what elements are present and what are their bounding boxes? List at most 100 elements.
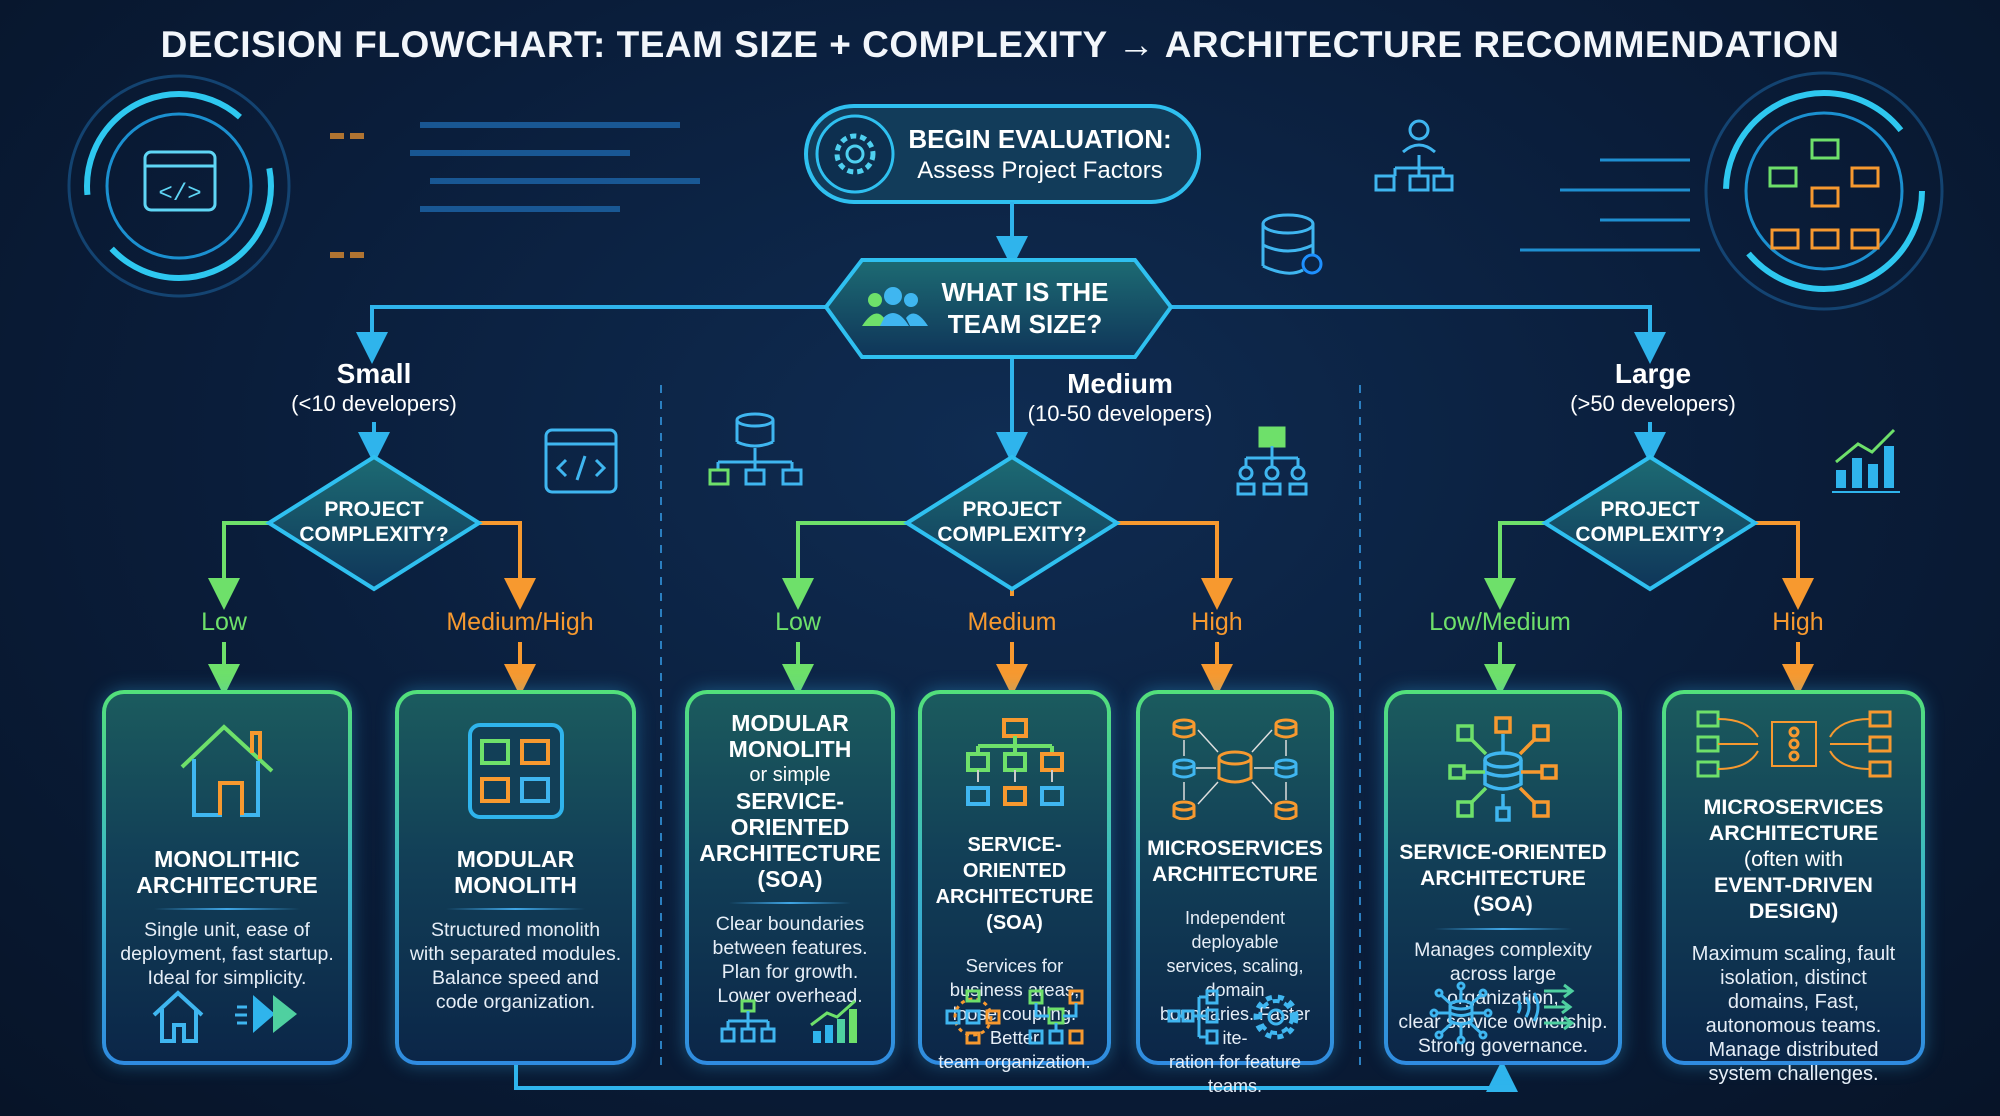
branch-label-medium-high: Medium/High: [446, 608, 594, 636]
complexity-decision-large: [1541, 454, 1759, 592]
hierarchy-icon: [720, 999, 775, 1043]
size-name: Medium: [1067, 368, 1173, 399]
size-range: (<10 developers): [291, 391, 457, 416]
branch-label-high: High: [1772, 608, 1824, 636]
begin-evaluation-node: [804, 104, 1201, 204]
result-desc: Manage distributed: [1708, 1039, 1879, 1061]
result-desc: business areas,: [949, 979, 1080, 1000]
event-stream-icon: [1516, 983, 1574, 1031]
connector-bottom-loop: [514, 1060, 1518, 1092]
result-title: MONOLITH: [728, 736, 852, 762]
result-desc: Clear boundaries: [715, 913, 865, 935]
result-desc: loose coupling. Better: [952, 1003, 1077, 1048]
result-desc: Services for: [965, 955, 1064, 976]
database-hub-icon: [1448, 716, 1558, 826]
result-title: ARCHITECTURE: [136, 872, 318, 898]
gear-icon: [815, 114, 895, 194]
complexity-decision-small: [265, 454, 483, 592]
connector-large: [1171, 305, 1666, 364]
branch-label-medium: Medium: [967, 608, 1057, 636]
begin-title: BEGIN EVALUATION:: [908, 124, 1172, 154]
result-desc: across large organization,: [1447, 963, 1559, 1009]
question-line: TEAM SIZE?: [947, 309, 1103, 339]
result-desc: Strong governance.: [1417, 1035, 1589, 1057]
result-desc: team organization.: [938, 1051, 1091, 1072]
result-desc: domains, Fast,: [1727, 991, 1860, 1013]
begin-subtitle: Assess Project Factors: [917, 157, 1163, 184]
event-bus-icon: [1694, 708, 1894, 780]
result-soa-large: SERVICE-ORIENTED ARCHITECTURE (SOA) Manag…: [1384, 690, 1622, 1065]
complexity-decision-medium: [903, 454, 1121, 592]
result-title: MONOLITHIC: [154, 846, 300, 872]
code-window-icon: [544, 428, 618, 494]
growth-chart-icon: [809, 999, 857, 1043]
connector-high: [1117, 521, 1233, 610]
connector-high: [1755, 521, 1814, 610]
result-title: EVENT-DRIVEN DESIGN): [1714, 873, 1873, 923]
result-title: (SOA): [757, 866, 823, 892]
data-stream-decoration: [330, 122, 700, 258]
size-name: Large: [1614, 358, 1692, 389]
result-desc: Manages complexity: [1414, 939, 1592, 961]
result-desc: Structured monolith: [430, 919, 601, 941]
result-desc: services, scaling, domain: [1166, 956, 1304, 1000]
branch-label-low: Low: [775, 608, 821, 636]
result-title: ORIENTED: [730, 814, 850, 840]
database-hub-icon: [1429, 981, 1492, 1045]
size-label-medium: Medium (10-50 developers): [990, 368, 1250, 428]
question-line: PROJECT: [1600, 498, 1700, 521]
result-desc: between features.: [712, 937, 868, 959]
result-desc: autonomous teams.: [1705, 1015, 1882, 1037]
modules-icon: [466, 716, 566, 826]
divider: [154, 908, 300, 910]
result-title-sub: (often with: [1743, 847, 1844, 871]
size-range: (>50 developers): [1570, 391, 1736, 416]
size-range: (10-50 developers): [1027, 401, 1213, 426]
divider: [445, 908, 586, 910]
database-settings-icon: [1261, 213, 1323, 275]
result-desc: Single unit, ease of: [144, 919, 310, 941]
org-tree-icon: [960, 716, 1070, 816]
branch-nodes-icon: [1167, 989, 1218, 1045]
result-title: ARCHITECTURE (SOA): [1420, 867, 1586, 916]
house-icon: [172, 716, 282, 826]
svg-text:</>: </>: [158, 181, 201, 208]
result-desc: ration for feature teams.: [1168, 1052, 1302, 1096]
code-window-ring-decoration: </>: [67, 74, 291, 298]
result-title: SERVICE-: [735, 788, 845, 814]
branch-label-low-medium: Low/Medium: [1429, 608, 1571, 636]
result-title: ARCHITECTURE: [1708, 821, 1879, 845]
connector-high: [479, 521, 536, 610]
connector-low: [1484, 521, 1545, 610]
fast-forward-icon: [234, 995, 297, 1033]
result-desc: Balance speed and: [432, 967, 599, 989]
result-title: MONOLITH: [454, 872, 577, 898]
question-line: PROJECT: [962, 498, 1062, 521]
gear-icon: [1253, 994, 1298, 1040]
result-desc: system challenges.: [1708, 1063, 1879, 1085]
result-desc: Plan for growth.: [721, 961, 859, 983]
connector-small: [356, 305, 826, 364]
branch-label-high: High: [1191, 608, 1243, 636]
result-desc: with separated modules.: [409, 943, 622, 965]
connector-low: [782, 521, 907, 610]
result-desc: isolation, distinct: [1720, 967, 1867, 989]
result-title: MICROSERVICES: [1703, 795, 1884, 819]
connector-low: [208, 521, 269, 610]
result-title: SERVICE-ORIENTED: [1399, 841, 1607, 864]
service-ring-icon: [945, 989, 1001, 1045]
result-title: MICROSERVICES: [1147, 837, 1323, 860]
question-line: COMPLEXITY?: [299, 523, 449, 546]
result-desc: Maximum scaling, fault: [1691, 943, 1896, 965]
divider: [1434, 928, 1572, 930]
team-size-question: WHAT IS THE TEAM SIZE?: [920, 276, 1130, 340]
